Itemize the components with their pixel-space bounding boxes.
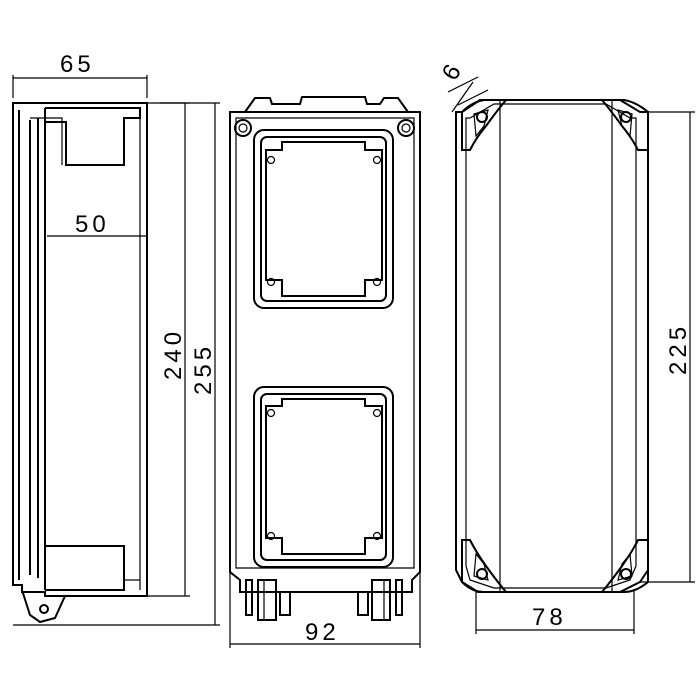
dim-65-label: 65 [60, 51, 95, 78]
dim-78: 78 [475, 590, 635, 634]
side-view: 65 50 240 255 [12, 51, 220, 626]
corner-top-left [461, 99, 509, 151]
corner-bottom-right [599, 539, 649, 593]
dim-50-label: 50 [75, 211, 110, 238]
dim-65: 65 [12, 51, 148, 98]
corner-top-right [599, 99, 649, 151]
dim-225: 225 [640, 111, 695, 583]
dim-240-label: 240 [160, 328, 187, 380]
front-view: 92 [229, 96, 421, 648]
dim-255: 255 [147, 102, 220, 626]
back-view: 6 22 [437, 56, 695, 634]
dim-6-label: 6 [437, 56, 469, 85]
window-top-outer [253, 129, 394, 309]
dim-92: 92 [229, 572, 421, 648]
corner-bottom-left [461, 539, 509, 593]
dim-50: 50 [47, 211, 147, 238]
dim-6: 6 [437, 56, 489, 113]
dim-255-label: 255 [190, 343, 217, 395]
dim-92-label: 92 [305, 619, 340, 646]
window-bottom-outer [253, 386, 394, 568]
dim-225-label: 225 [665, 323, 692, 375]
dim-240: 240 [147, 102, 190, 597]
screw-top-left [234, 119, 252, 137]
hinge-hole [39, 604, 49, 614]
screw-top-right [397, 119, 415, 137]
dim-78-label: 78 [532, 604, 567, 631]
